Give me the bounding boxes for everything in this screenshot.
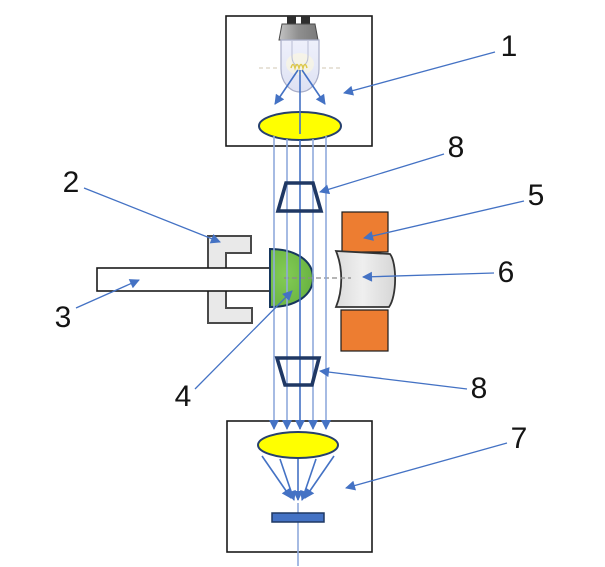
ray-divergent-left xyxy=(274,69,299,105)
leader-3 xyxy=(75,279,140,309)
bulb-glow xyxy=(286,53,314,75)
light-bulb xyxy=(259,16,340,93)
bulb-base-icon xyxy=(278,23,319,41)
leader-8-bottom xyxy=(319,367,468,390)
number-labels: 1 2 3 4 5 6 7 8 8 xyxy=(55,30,545,455)
bulb-terminal-icon xyxy=(287,16,296,25)
aperture-top xyxy=(275,181,324,213)
coil-bottom xyxy=(340,309,389,352)
ray-converging xyxy=(261,455,292,499)
label-8-bottom: 8 xyxy=(471,372,488,405)
leader-6 xyxy=(362,271,495,282)
ray-converging xyxy=(304,455,335,499)
specimen-holder-bracket xyxy=(207,235,253,324)
condenser-half-lens xyxy=(269,247,315,309)
leader-4 xyxy=(194,290,293,390)
leader-1 xyxy=(343,51,496,96)
aperture-bottom xyxy=(274,356,322,387)
ray-converging xyxy=(300,458,317,501)
leader-8-top xyxy=(319,153,445,195)
label-2: 2 xyxy=(63,166,80,199)
label-6: 6 xyxy=(498,256,515,289)
ray-divergent-right xyxy=(301,69,326,105)
label-5: 5 xyxy=(528,179,545,212)
label-1: 1 xyxy=(501,30,518,63)
leader-7 xyxy=(345,442,508,491)
label-3: 3 xyxy=(55,301,72,334)
bulb-terminal-icon xyxy=(301,16,310,25)
leader-2 xyxy=(83,187,221,244)
image-screen-bar xyxy=(271,512,325,523)
label-4: 4 xyxy=(175,380,192,413)
label-8-top: 8 xyxy=(448,131,465,164)
leader-5 xyxy=(363,200,525,241)
leader-lines xyxy=(75,51,525,491)
label-7: 7 xyxy=(511,422,528,455)
pole-piece-cylinder xyxy=(334,250,397,308)
bulb-filament-icon xyxy=(290,63,308,71)
ray-converging xyxy=(279,458,296,501)
projector-lens-bottom xyxy=(257,431,339,459)
coil-top xyxy=(341,211,389,253)
